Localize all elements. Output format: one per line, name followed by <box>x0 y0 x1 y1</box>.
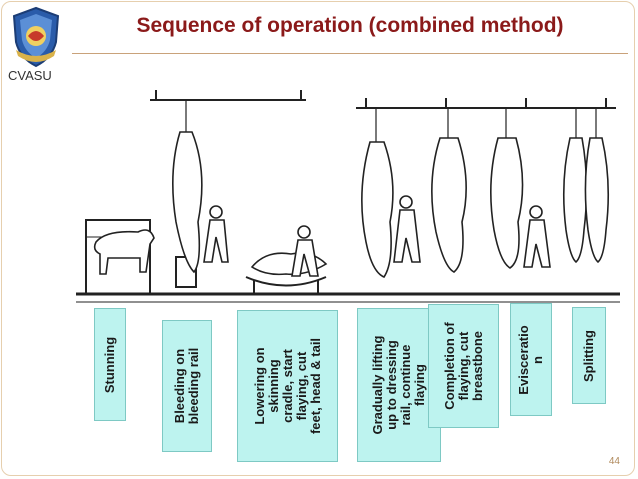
step-label-completion: Completion of flaying, cut breastbone <box>428 304 499 428</box>
carcass-split-half <box>562 137 588 264</box>
stunning-pen <box>85 219 151 294</box>
step-label-lowering: Lowering on skinning cradle, start flayi… <box>237 310 338 462</box>
step-label-bleeding: Bleeding on bleeding rail <box>162 320 212 452</box>
step-label-splitting: Splitting <box>572 307 606 404</box>
skinning-cradle <box>245 276 327 287</box>
slide-title: Sequence of operation (combined method) <box>136 14 564 37</box>
worker <box>203 219 229 263</box>
step-label-evisceration: Evisceratio n <box>510 303 552 416</box>
carcass-lifting <box>361 141 394 278</box>
logo-text: CVASU <box>8 68 52 83</box>
live-animal <box>93 229 155 275</box>
carcass-eviscerated <box>490 137 524 269</box>
university-logo <box>12 6 60 68</box>
title-divider <box>72 53 628 54</box>
hanging-carcass-bleeding <box>172 131 203 274</box>
carcass-flayed <box>431 137 467 273</box>
page-number: 44 <box>608 456 620 467</box>
step-label-stunning: Stunning <box>94 308 126 421</box>
slaughter-line-illustration <box>76 90 620 303</box>
